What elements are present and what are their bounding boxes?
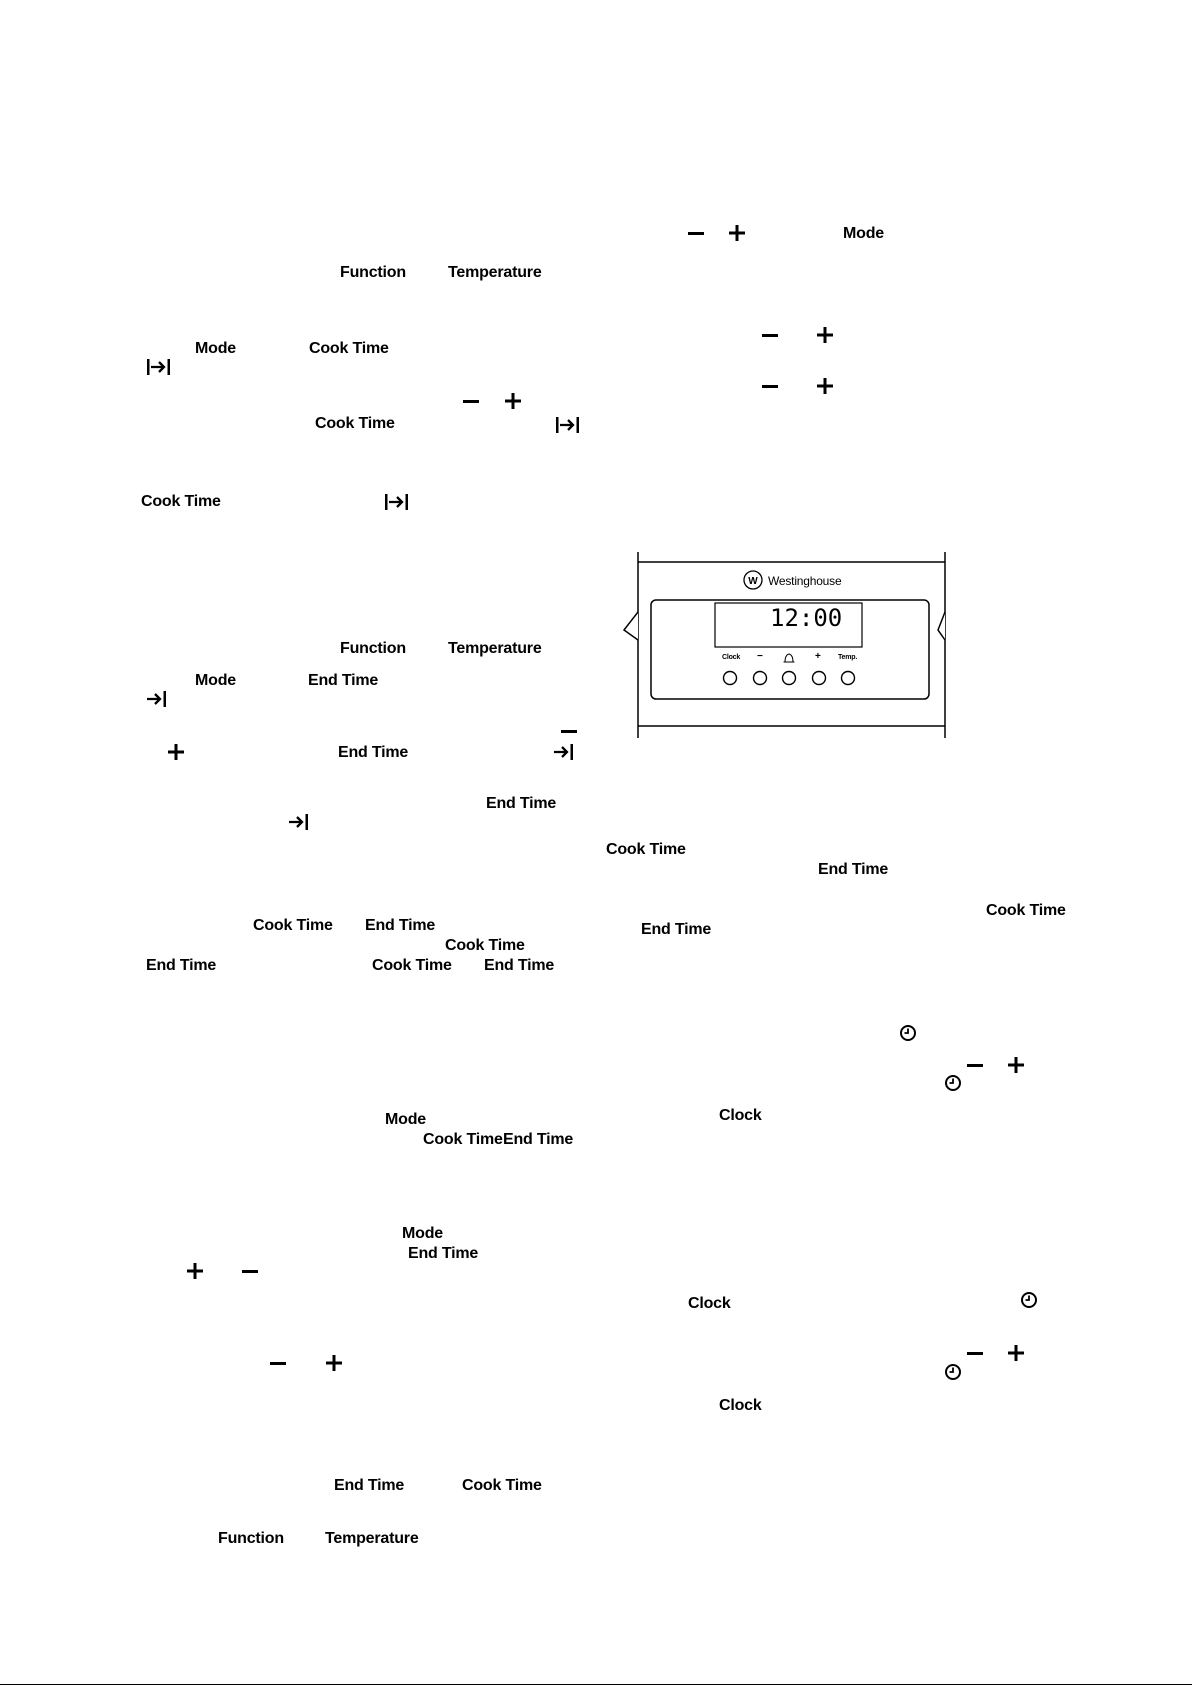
clock-icon — [944, 1074, 962, 1092]
plus-icon — [1008, 1057, 1024, 1073]
end-time-label: End Time — [486, 795, 557, 812]
cook-time-label: Cook Time — [253, 917, 333, 934]
plus-icon — [1008, 1345, 1024, 1361]
end-time-label: End Time — [503, 1131, 574, 1148]
temperature-label: Temperature — [448, 640, 542, 657]
plus-icon — [168, 744, 184, 760]
temperature-label: Temperature — [325, 1530, 419, 1547]
panel-button-label-minus: − — [757, 651, 763, 662]
function-label: Function — [218, 1530, 284, 1547]
minus-icon — [967, 1352, 983, 1356]
minus-icon — [762, 385, 778, 389]
temperature-label: Temperature — [448, 264, 542, 281]
cook-time-arrow-icon — [384, 493, 410, 511]
cook-time-label: Cook Time — [606, 841, 686, 858]
plus-icon — [505, 393, 521, 409]
clock-icon — [899, 1024, 917, 1042]
minus-icon — [242, 1270, 258, 1274]
mode-label: Mode — [195, 672, 236, 689]
cook-time-arrow-icon — [555, 416, 581, 434]
plus-icon — [326, 1355, 342, 1371]
plus-icon — [187, 1263, 203, 1279]
panel-button-label-clock: Clock — [722, 654, 741, 661]
brand-name: Westinghouse — [768, 574, 842, 588]
function-label: Function — [340, 640, 406, 657]
plus-icon — [817, 327, 833, 343]
minus-icon — [967, 1064, 983, 1068]
svg-text:W: W — [748, 576, 758, 587]
panel-button-label-plus: + — [815, 651, 821, 662]
cook-time-label: Cook Time — [986, 902, 1066, 919]
cook-time-arrow-icon — [146, 358, 172, 376]
cook-time-label: Cook Time — [309, 340, 389, 357]
cook-time-label: Cook Time — [315, 415, 395, 432]
minus-icon — [270, 1362, 286, 1366]
clock-icon — [1020, 1291, 1038, 1309]
plus-icon — [729, 225, 745, 241]
cook-time-label: Cook Time — [372, 957, 452, 974]
display-readout: 12:00 — [770, 604, 843, 632]
end-time-label: End Time — [408, 1245, 479, 1262]
end-time-label: End Time — [338, 744, 409, 761]
end-time-arrow-icon — [146, 690, 168, 708]
end-time-label: End Time — [641, 921, 712, 938]
clock-label: Clock — [719, 1397, 762, 1414]
oven-control-panel-illustration: W Westinghouse 12:00 Clock − + Temp. — [620, 550, 950, 738]
panel-button-label-temp: Temp. — [838, 654, 858, 661]
cook-time-label: Cook Time — [462, 1477, 542, 1494]
plus-icon — [817, 378, 833, 394]
minus-icon — [561, 730, 577, 734]
clock-label: Clock — [688, 1295, 731, 1312]
end-time-label: End Time — [334, 1477, 405, 1494]
end-time-label: End Time — [308, 672, 379, 689]
end-time-label: End Time — [146, 957, 217, 974]
mode-label: Mode — [195, 340, 236, 357]
end-time-arrow-icon — [553, 743, 575, 761]
mode-label: Mode — [402, 1225, 443, 1242]
minus-icon — [688, 232, 704, 236]
cook-time-label: Cook Time — [445, 937, 525, 954]
end-time-arrow-icon — [288, 813, 310, 831]
function-label: Function — [340, 264, 406, 281]
minus-icon — [463, 400, 479, 404]
end-time-label: End Time — [365, 917, 436, 934]
clock-label: Clock — [719, 1107, 762, 1124]
panel-outline: W — [622, 552, 946, 738]
end-time-label: End Time — [818, 861, 889, 878]
end-time-label: End Time — [484, 957, 555, 974]
cook-time-label: Cook Time — [141, 493, 221, 510]
clock-icon — [944, 1363, 962, 1381]
minus-icon — [762, 334, 778, 338]
cook-time-label: Cook Time — [423, 1131, 503, 1148]
mode-label: Mode — [843, 225, 884, 242]
mode-label: Mode — [385, 1111, 426, 1128]
